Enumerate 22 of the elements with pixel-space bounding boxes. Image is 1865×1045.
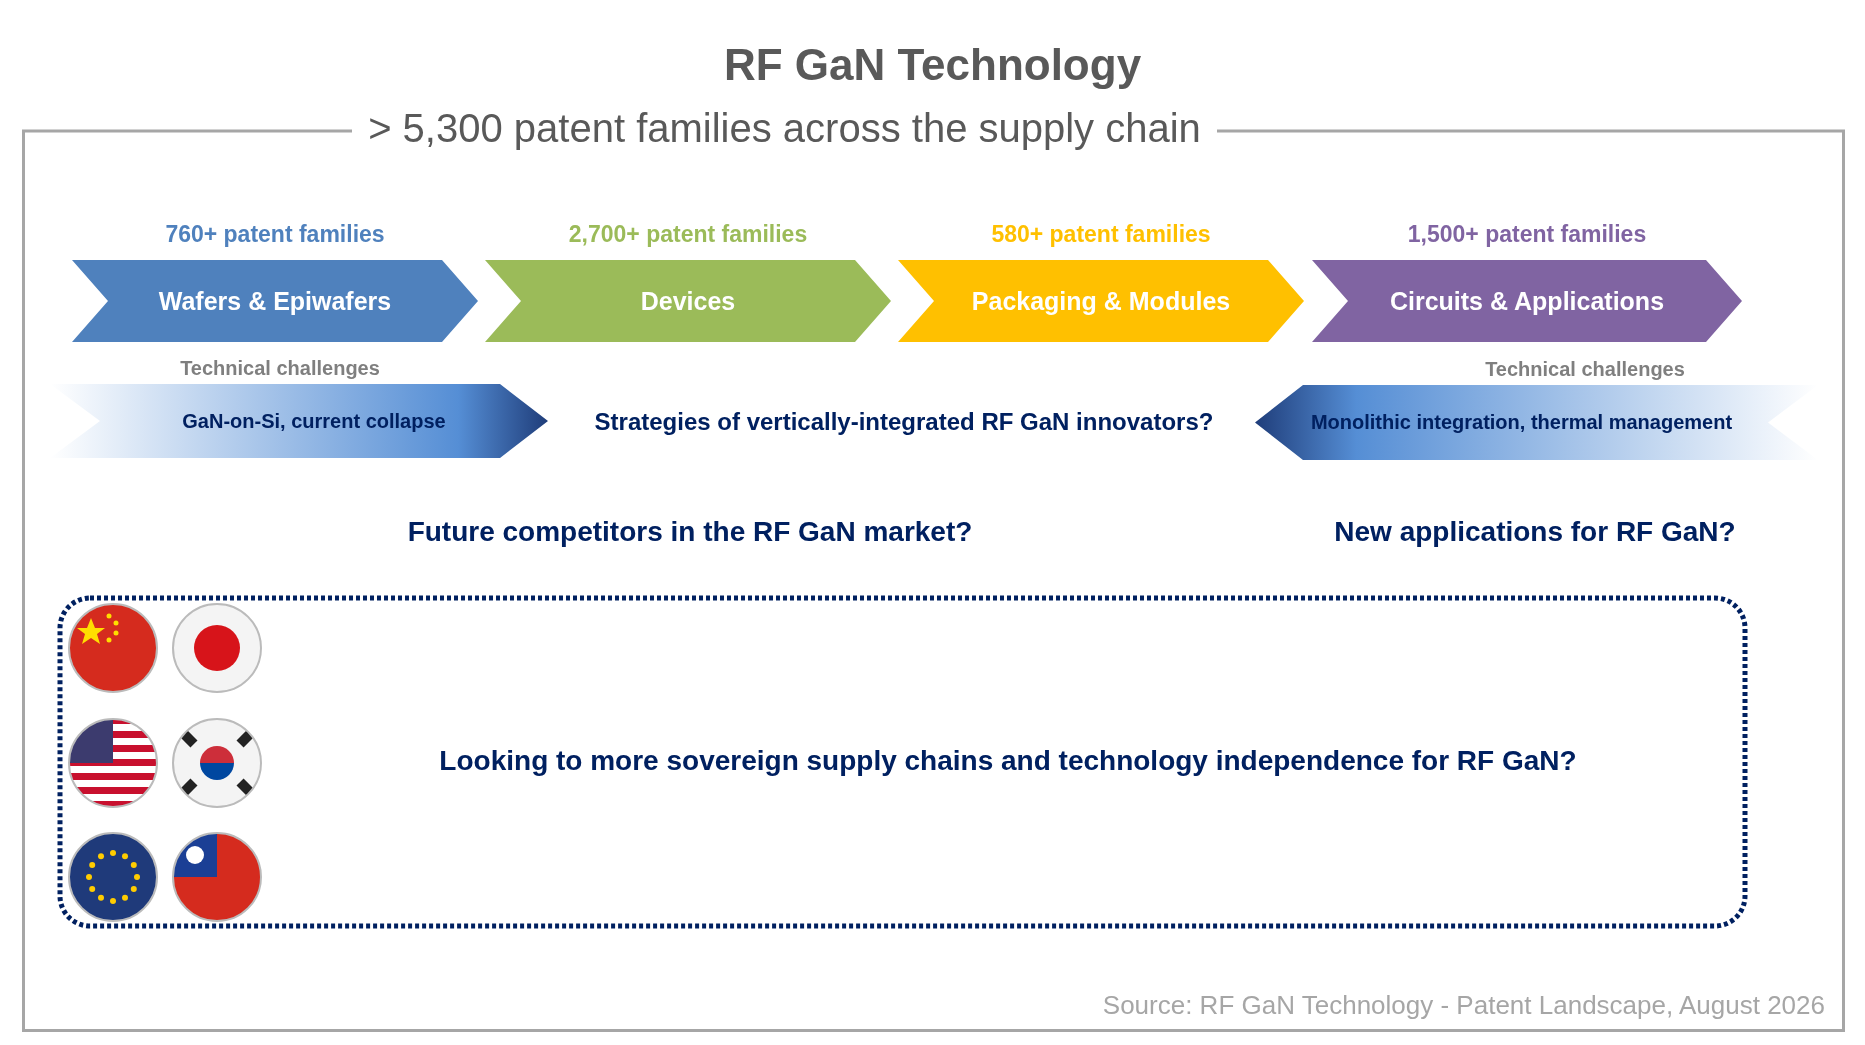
stage-label: Wafers & Epiwafers (157, 285, 393, 317)
question-text: Future competitors in the RF GaN market? (406, 515, 974, 549)
patent-count: 1,500+ patent families (1406, 219, 1648, 249)
process-stage (485, 260, 891, 342)
challenge-text: Monolithic integration, thermal management (1309, 410, 1734, 435)
challenge-text: GaN-on-Si, current collapse (181, 408, 447, 434)
process-stage (898, 260, 1304, 342)
process-stage (72, 260, 478, 342)
stage-label: Devices (639, 285, 737, 317)
challenge-heading: Technical challenges (1484, 356, 1686, 382)
patent-count: 580+ patent families (990, 219, 1212, 249)
source-note: Source: RF GaN Technology - Patent Landscape, August 2026 (1101, 988, 1825, 1022)
stage-label: Packaging & Modules (970, 285, 1232, 317)
challenge-heading: Technical challenges (179, 355, 381, 381)
patent-count: 2,700+ patent families (567, 219, 809, 249)
question-text: New applications for RF GaN? (1333, 515, 1737, 549)
stage-label: Circuits & Applications (1388, 285, 1666, 317)
process-stage (1312, 260, 1742, 342)
question-text: Strategies of vertically-integrated RF GaN innovators? (593, 407, 1215, 437)
diagram-title: RF GaN Technology (722, 39, 1143, 91)
patent-count: 760+ patent families (164, 219, 386, 249)
question-text: Looking to more sovereign supply chains and technology independence for RF GaN? (438, 744, 1578, 778)
